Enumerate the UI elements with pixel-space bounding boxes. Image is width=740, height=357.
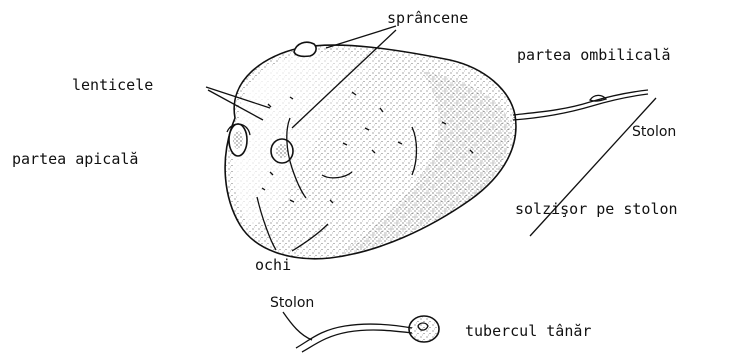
main-stolon [513, 90, 648, 120]
label-stolon-young: Stolon [270, 295, 314, 311]
young-tuber [283, 312, 439, 352]
tuber-body [225, 42, 516, 258]
label-stolon-main: Stolon [632, 124, 676, 140]
label-tubercul-tanar: tubercul tânăr [465, 322, 591, 340]
label-sprancene: sprâncene [387, 9, 468, 27]
label-lenticele: lenticele [72, 76, 153, 94]
apical-eye [229, 124, 247, 156]
label-partea-ombilicala: partea ombilicală [517, 46, 671, 64]
label-solzisor: solzişor pe stolon [515, 200, 678, 218]
label-ochi: ochi [255, 256, 291, 274]
label-partea-apicala: partea apicală [12, 150, 138, 168]
